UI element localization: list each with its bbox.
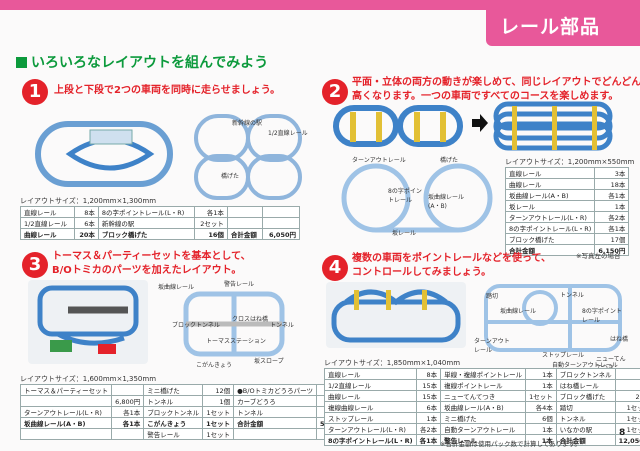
layout-1-total-label: 合計金額 — [226, 228, 264, 240]
label-tunnel-4: トンネル — [560, 292, 584, 299]
table-row: 曲線レール15本ニューてんてつき1セットブロック橋げた28個 — [324, 390, 640, 402]
layout-3-photo-tracks — [37, 285, 139, 354]
section-3-number: 3 — [22, 252, 48, 278]
table-row: ターンアウトレール(L・R)各2本 — [504, 211, 630, 223]
layout-3-photo — [28, 280, 148, 364]
footnote: ※合計金額は使用パック数で計算してあります。 — [440, 440, 581, 448]
label-slope-curve-3: 坂曲線レール — [158, 284, 195, 291]
section-4-desc-line-2: コントロールしてみましょう。 — [352, 267, 492, 278]
layout-3-diagram — [183, 291, 285, 357]
page-number: 8 — [619, 428, 626, 438]
arrow-right-icon — [472, 114, 488, 132]
intro-heading: いろいろなレイアウトを組んでみよう — [16, 52, 268, 72]
section-2-desc-line-1: 平面・立体の両方の動きが楽しめて、同じレイアウトでどんどん — [352, 77, 640, 88]
section-4-desc-line-1: 複数の車両をポイントレールなどを使って、 — [352, 253, 551, 264]
layout-1-size: レイアウトサイズ：1,200mm×1,300mm — [20, 197, 157, 205]
label-shinkansen-station: 新幹線の駅 — [232, 120, 263, 127]
table-row: 6,800円トンネル1個カーブどうろ4本 — [19, 395, 352, 407]
label-figure-eight-point: 8の字ポイントレール — [388, 188, 422, 204]
section-4-number: 4 — [322, 255, 348, 281]
label-stop-rail: ストップレール — [542, 352, 585, 359]
section-2-number: 2 — [322, 79, 348, 105]
intro-text: いろいろなレイアウトを組んでみよう — [31, 55, 269, 71]
label-crossing: 踏切 — [486, 293, 499, 300]
label-turnout-rail: ターンアウトレール — [352, 157, 406, 164]
section-1-desc-line-1: 上段と下段で2つの車両を同時に走らせましょう。 — [54, 85, 281, 96]
layout-2-total-label: 合計金額 — [504, 244, 596, 256]
layout-2-size: レイアウトサイズ：1,200mm×550mm — [505, 158, 635, 166]
table-row: ターンアウトレール(L・R)各2本自動ターンアウトレール1本いなかの駅1セット — [324, 423, 640, 435]
header-band — [0, 0, 640, 10]
label-bridge-girder: 橋げた — [221, 173, 240, 180]
layout-2-diagram — [341, 163, 493, 233]
layout-2-total: 6,150円 — [594, 244, 630, 256]
section-2-desc-line-2: 高くなります。一つの車両ですべてのコースを楽しめます。 — [352, 91, 619, 102]
label-cross-bridge: クロスはね橋 — [232, 316, 269, 323]
layout-3-size: レイアウトサイズ：1,600mm×1,350mm — [20, 375, 157, 383]
label-turnout-rail-4: ターンアウトレール — [474, 338, 510, 354]
label-bascule-bridge: はね橋 — [610, 336, 629, 343]
label-thomas-station: トーマスステーション — [206, 338, 266, 345]
label-warning-rail: 警告レール — [224, 281, 255, 288]
table-row: 坂曲線レール(A・B)各1本こがんきょう1セット合計金額5,700円 — [19, 417, 352, 429]
table-row: 坂曲線レール(A・B)各1本 — [504, 189, 630, 201]
table-row: ターンアウトレール(L・R)各1本ブロックトンネル1セットトンネル1セット — [19, 406, 352, 418]
layout-1-diagram — [35, 114, 302, 200]
layout-2-photo-stacked — [493, 101, 613, 151]
section-3-desc-line-1: トーマス＆パーティーセットを基本として、 — [52, 251, 251, 262]
label-bridge: 橋げた — [440, 157, 459, 164]
label-half-straight-rail: 1/2直線レール — [268, 130, 308, 137]
layout-2-photo-flat — [333, 105, 463, 147]
label-block-tunnel: ブロックトンネル — [172, 322, 220, 329]
label-koganekyo: こがんきょう — [196, 362, 233, 369]
label-slope: 坂スロープ — [254, 358, 284, 365]
label-tunnel: トンネル — [270, 322, 294, 329]
layout-4-photo-tracks — [331, 289, 461, 343]
header-tab — [486, 0, 640, 46]
page-title: レール部品 — [500, 16, 601, 38]
layout-2-note: ※写真左の場合 — [576, 252, 621, 260]
label-slope-curve: 坂曲線レール(A・B) — [428, 194, 465, 210]
layout-1-total: 6,050円 — [262, 228, 300, 240]
layout-4-size: レイアウトサイズ：1,850mm×1,040mm — [324, 359, 461, 367]
table-row: 1/2直線レール15本複線ポイントレール1本はね橋レール1個 — [324, 379, 640, 391]
square-bullet-icon — [16, 57, 27, 68]
section-1-number: 1 — [22, 79, 48, 105]
page-header: レール部品 — [0, 0, 640, 46]
layout-4-diagram — [484, 284, 622, 352]
label-slope-curve-4: 坂曲線レール — [500, 308, 537, 315]
table-row: ストップレール1本ミニ橋げた6個トンネル1セット — [324, 412, 640, 424]
label-slope-rail: 坂レール — [392, 230, 417, 237]
section-3-desc-line-2: B/Oトミカのパーツを加えたレイアウト。 — [52, 265, 242, 276]
label-auto-turnout: 自動ターンアウトレール — [552, 362, 618, 369]
table-row: 8の字ポイントレール(L・R)各1本 — [504, 222, 630, 234]
label-figure-eight-4: 8の字ポイントレール — [582, 308, 622, 324]
layout-4-photo — [326, 282, 466, 348]
